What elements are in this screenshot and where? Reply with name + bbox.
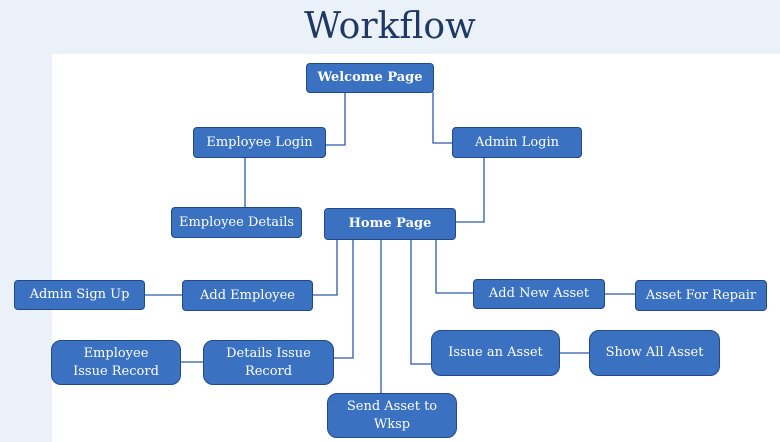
employee-details-node: Employee Details	[171, 207, 302, 238]
connector-home-issue-asset	[410, 240, 431, 365]
asset-for-repair-node: Asset For Repair	[635, 280, 767, 311]
employee-issue-record-node: Employee Issue Record	[51, 340, 181, 385]
add-employee-node: Add Employee	[182, 280, 313, 311]
welcome-page-node: Welcome Page	[306, 63, 434, 93]
send-asset-wksp-node: Send Asset to Wksp	[327, 393, 457, 438]
employee-login-node: Employee Login	[193, 127, 326, 158]
admin-login-node: Admin Login	[452, 127, 582, 158]
connector-home-add-new-asset	[435, 240, 473, 294]
home-page-node: Home Page	[324, 208, 456, 240]
connector-welcome-admin-login	[432, 92, 452, 144]
issue-asset-node: Issue an Asset	[431, 330, 560, 376]
add-new-asset-node: Add New Asset	[473, 279, 605, 309]
connector-home-details-issue	[334, 240, 354, 359]
connector-welcome-employee-login	[326, 92, 346, 146]
connector-admin-login-home	[456, 158, 485, 223]
details-issue-record-node: Details Issue Record	[203, 340, 334, 385]
page-title: Workflow	[304, 6, 476, 47]
admin-signup-node: Admin Sign Up	[14, 280, 145, 310]
connector-home-add-employee	[313, 240, 338, 296]
show-all-asset-node: Show All Asset	[589, 330, 720, 376]
